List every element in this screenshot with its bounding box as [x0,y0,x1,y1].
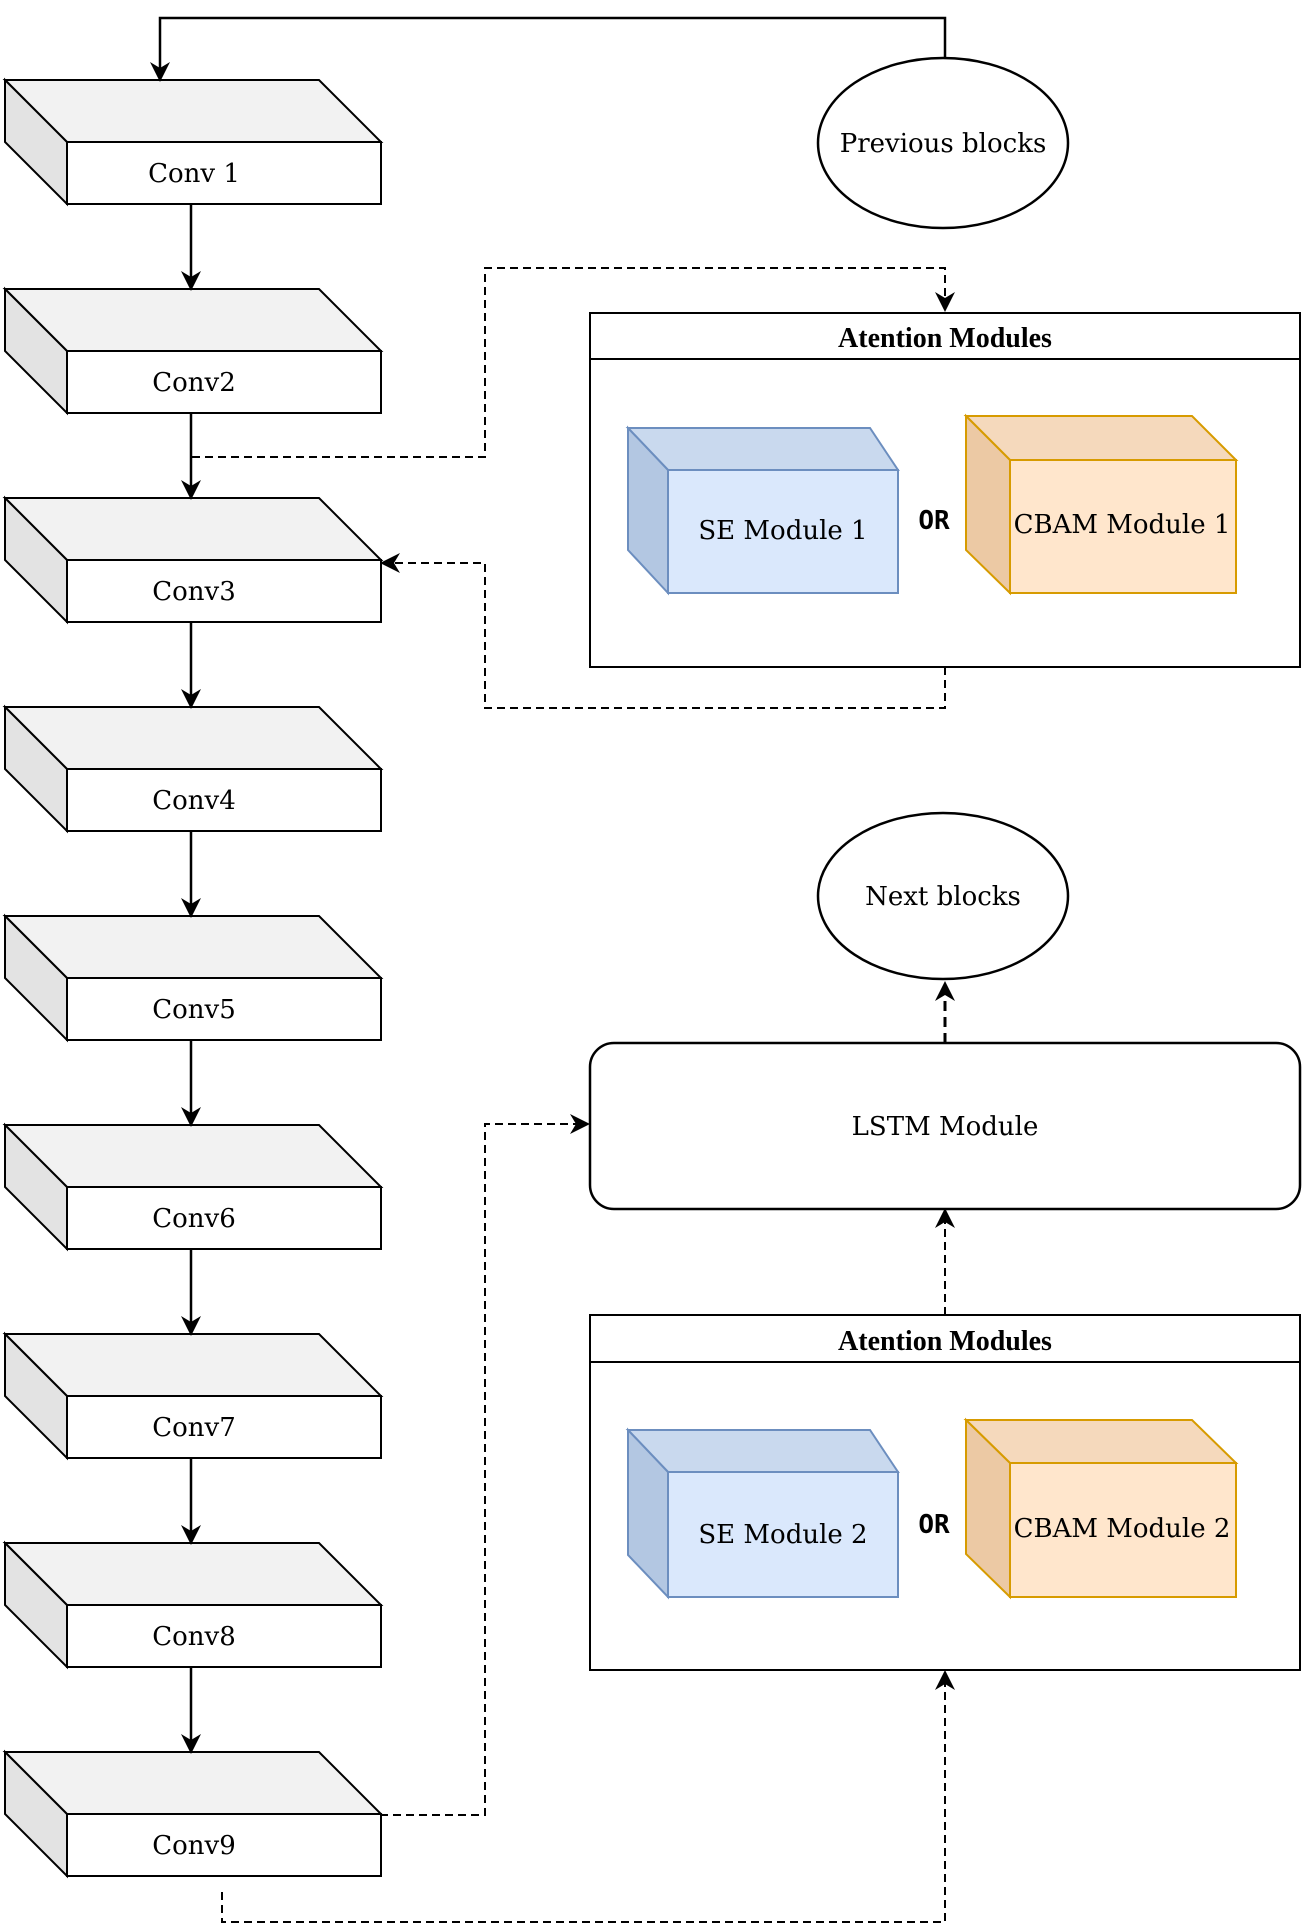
conv-block-7: Conv7 [2,1331,384,1461]
conv-block-front-face [66,977,382,1041]
se-module-2: SE Module 2 [625,1427,900,1600]
conv-block-label: Conv 1 [148,159,240,189]
conv-block-label: Conv4 [152,786,236,816]
lstm-module-label: LSTM Module [852,1112,1039,1142]
conv-block-label: Conv2 [152,368,236,398]
conv-block-4: Conv4 [2,704,384,834]
attention-top-title: Atention Modules [838,323,1052,354]
next-blocks-label: Next blocks [865,882,1021,912]
conv-block-front-face [66,141,382,205]
previous-blocks-label: Previous blocks [840,129,1047,159]
conv-block-label: Conv8 [152,1622,236,1652]
conv-block-top-face [2,497,384,561]
se-module-1-label: SE Module 1 [698,516,867,546]
conv-block-top-face [2,79,384,143]
next-blocks-node: Next blocks [816,811,1070,981]
cbam-module-1: CBAM Module 1 [963,413,1239,596]
conv-block-top-face [2,1124,384,1188]
se-module-1: SE Module 1 [625,425,900,596]
conv-block-label: Conv9 [152,1831,236,1861]
conv-block-6: Conv6 [2,1122,384,1252]
conv-stack: Conv 1 Conv2Conv3Conv4Conv5Conv6Conv7Conv… [2,77,384,1879]
conv-block-1: Conv 1 [2,77,384,207]
conv-block-label: Conv7 [152,1413,236,1443]
conv-block-3: Conv3 [2,495,384,625]
attention-top-to-conv3-arrow [380,553,946,709]
conv9-to-lstm-arrow [380,1114,590,1816]
conv-block-top-face [2,915,384,979]
conv-block-top-face [2,1333,384,1397]
conv-block-8: Conv8 [2,1540,384,1670]
conv-block-front-face [66,1604,382,1668]
conv-block-front-face [66,1186,382,1250]
conv-block-5: Conv5 [2,913,384,1043]
conv-block-top-face [2,288,384,352]
cbam-module-2: CBAM Module 2 [963,1417,1239,1600]
conv2-to-attention-top-arrow [192,267,955,458]
previous-to-conv1-arrow [150,16,947,82]
attention-modules-top: Atention Modules SE Module 1 OR CBAM Mod… [589,312,1301,668]
cbam-module-1-label: CBAM Module 1 [1014,510,1231,540]
conv-block-front-face [66,1813,382,1877]
conv-block-2: Conv2 [2,286,384,416]
conv-block-top-face [2,1751,384,1815]
conv-block-9: Conv9 [2,1749,384,1879]
lstm-module: LSTM Module [588,1041,1302,1211]
attention-bottom-title: Atention Modules [838,1326,1052,1357]
previous-blocks-node: Previous blocks [816,56,1070,230]
conv-block-label: Conv3 [152,577,236,607]
attention-modules-bottom: Atention Modules SE Module 2 OR CBAM Mod… [589,1314,1301,1671]
conv-block-front-face [66,768,382,832]
conv-block-top-face [2,706,384,770]
conv-block-top-face [2,1542,384,1606]
se-module-2-label: SE Module 2 [698,1520,867,1550]
conv-block-label: Conv6 [152,1204,236,1234]
conv-block-front-face [66,559,382,623]
cbam-module-2-label: CBAM Module 2 [1014,1514,1231,1544]
conv-block-front-face [66,350,382,414]
or-label-bottom: OR [918,1510,950,1540]
or-label-top: OR [918,506,950,536]
conv-block-label: Conv5 [152,995,236,1025]
conv9-to-attention-bottom-arrow [221,1670,955,1923]
conv-block-front-face [66,1395,382,1459]
